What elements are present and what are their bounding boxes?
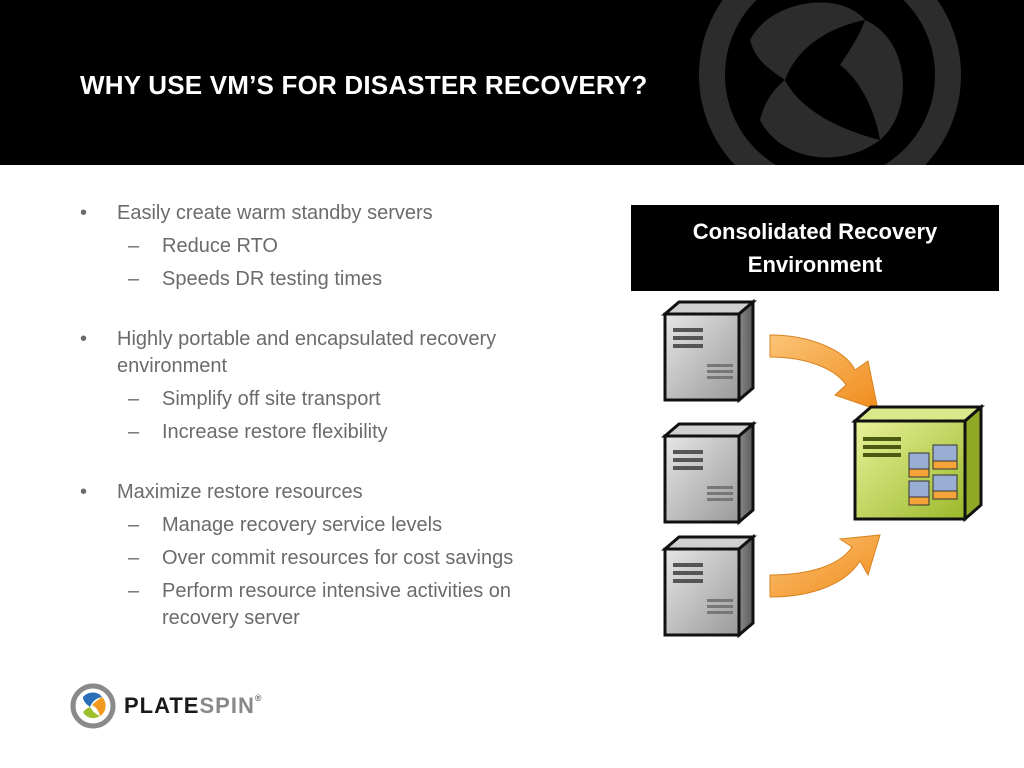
sub-bullet-text: Perform resource intensive activities on <box>162 580 512 602</box>
bullet-text: Highly portable and encapsulated recover… <box>117 328 497 350</box>
dash-marker: – <box>128 580 140 602</box>
bullet-text: Maximize restore resources <box>117 481 363 503</box>
background-logo-icon <box>699 0 961 165</box>
sub-bullet-text: Reduce RTO <box>162 235 278 257</box>
bullet-item: • Highly portable and encapsulated recov… <box>80 326 600 380</box>
bullet-marker: • <box>80 328 88 350</box>
recovery-label-line1: Consolidated Recovery <box>692 219 938 244</box>
platespin-logo-icon <box>70 683 116 729</box>
bullet-item: • Easily create warm standby servers <box>80 200 600 227</box>
dash-marker: – <box>128 235 140 257</box>
bullet-marker: • <box>80 202 88 224</box>
logo-text-plate: PLATE <box>124 693 200 718</box>
server-icon <box>660 298 758 404</box>
bullet-text-continued: environment <box>117 355 228 377</box>
dash-marker: – <box>128 514 140 536</box>
title-bar: WHY USE VM’S FOR DISASTER RECOVERY? <box>0 0 1024 165</box>
dash-marker: – <box>128 547 140 569</box>
arrow-icon <box>769 534 881 598</box>
registered-mark: ® <box>254 693 263 703</box>
sub-bullet-item: – Manage recovery service levels <box>80 512 600 539</box>
server-icon <box>660 533 758 639</box>
server-icon <box>660 420 758 526</box>
sub-bullet-text: Speeds DR testing times <box>162 268 383 290</box>
bullet-item: • Maximize restore resources <box>80 479 600 506</box>
slide-title: WHY USE VM’S FOR DISASTER RECOVERY? <box>80 70 648 100</box>
bullet-marker: • <box>80 481 88 503</box>
vm-stack-icon <box>908 444 958 506</box>
sub-bullet-text: Increase restore flexibility <box>162 421 388 443</box>
virtual-host-icon <box>851 403 985 523</box>
sub-bullet-text-continued: recovery server <box>162 607 300 629</box>
consolidation-diagram <box>660 298 985 639</box>
sub-bullet-text: Over commit resources for cost savings <box>162 547 514 569</box>
platespin-logo: PLATESPIN® <box>70 683 262 729</box>
sub-bullet-item: – Simplify off site transport <box>80 386 600 413</box>
sub-bullet-text: Simplify off site transport <box>162 388 381 410</box>
sub-bullet-item: – Reduce RTO <box>80 233 600 260</box>
bullet-text: Easily create warm standby servers <box>117 202 433 224</box>
bullet-list: • Easily create warm standby servers – R… <box>80 200 600 632</box>
logo-wordmark: PLATESPIN® <box>124 693 262 719</box>
sub-bullet-item: – Perform resource intensive activities … <box>80 578 600 632</box>
dash-marker: – <box>128 268 140 290</box>
dash-marker: – <box>128 388 140 410</box>
sub-bullet-text: Manage recovery service levels <box>162 514 443 536</box>
recovery-environment-label: Consolidated Recovery Environment <box>631 205 999 291</box>
sub-bullet-item: – Speeds DR testing times <box>80 266 600 293</box>
arrow-icon <box>769 334 879 411</box>
recovery-label-line2: Environment <box>747 252 883 277</box>
sub-bullet-item: – Over commit resources for cost savings <box>80 545 600 572</box>
dash-marker: – <box>128 421 140 443</box>
logo-text-spin: SPIN <box>199 693 255 718</box>
sub-bullet-item: – Increase restore flexibility <box>80 419 600 446</box>
